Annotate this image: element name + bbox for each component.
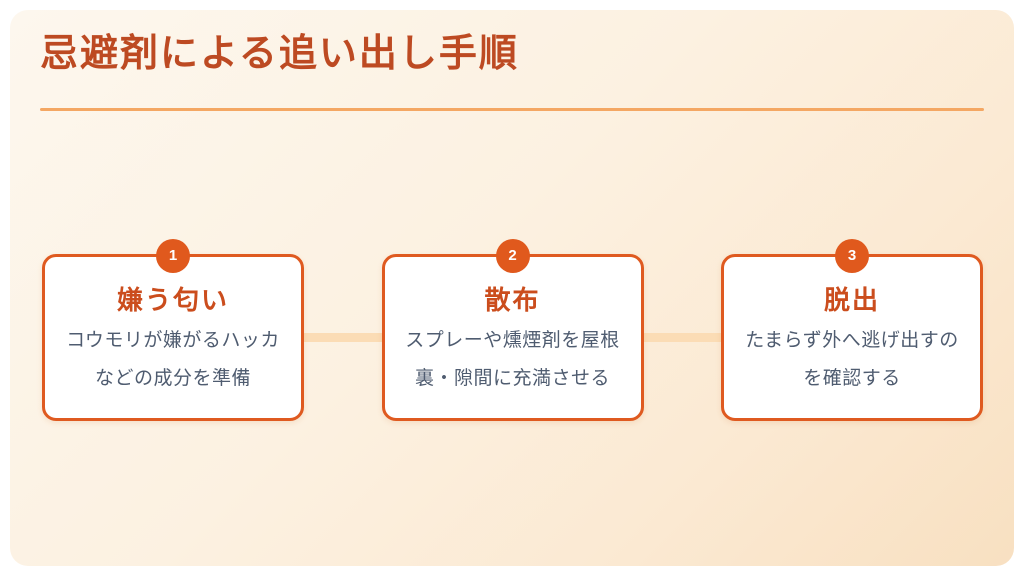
step-connector-2-3 bbox=[641, 333, 723, 342]
step-body: スプレーや燻煙剤を屋根 裏・隙間に充満させる bbox=[385, 322, 641, 398]
step-number-badge: 3 bbox=[835, 239, 869, 273]
step-body: たまらず外へ逃げ出すの を確認する bbox=[724, 322, 980, 398]
step-number-badge: 2 bbox=[495, 239, 530, 273]
step-body-line: たまらず外へ逃げ出すの bbox=[745, 330, 959, 351]
step-body-line: コウモリが嫌がるハッカ bbox=[66, 330, 280, 351]
step-card-1: 1 嫌う匂い コウモリが嫌がるハッカ などの成分を準備 bbox=[42, 239, 304, 421]
steps-row: 1 嫌う匂い コウモリが嫌がるハッカ などの成分を準備 2 散布 スプレーや燻煙… bbox=[42, 239, 983, 421]
step-body-line: スプレーや燻煙剤を屋根 bbox=[405, 330, 620, 351]
step-title: 散布 bbox=[484, 285, 541, 315]
step-title: 脱出 bbox=[823, 285, 880, 315]
step-body-line: 裏・隙間に充満させる bbox=[414, 368, 610, 389]
step-card-2: 2 散布 スプレーや燻煙剤を屋根 裏・隙間に充満させる bbox=[381, 239, 644, 421]
step-number-badge: 1 bbox=[156, 239, 190, 273]
slide-title: 忌避剤による追い出し手順 bbox=[40, 33, 519, 75]
step-body-line: を確認する bbox=[803, 368, 901, 389]
step-title: 嫌う匂い bbox=[116, 285, 229, 315]
slide-background: 忌避剤による追い出し手順 1 嫌う匂い コウモリが嫌がるハッカ などの成分を準備… bbox=[10, 10, 1014, 566]
title-divider bbox=[40, 108, 984, 111]
step-body: コウモリが嫌がるハッカ などの成分を準備 bbox=[45, 322, 301, 398]
step-connector-1-2 bbox=[302, 333, 384, 342]
step-body-line: などの成分を準備 bbox=[94, 368, 251, 389]
step-card-3: 3 脱出 たまらず外へ逃げ出すの を確認する bbox=[721, 239, 983, 421]
